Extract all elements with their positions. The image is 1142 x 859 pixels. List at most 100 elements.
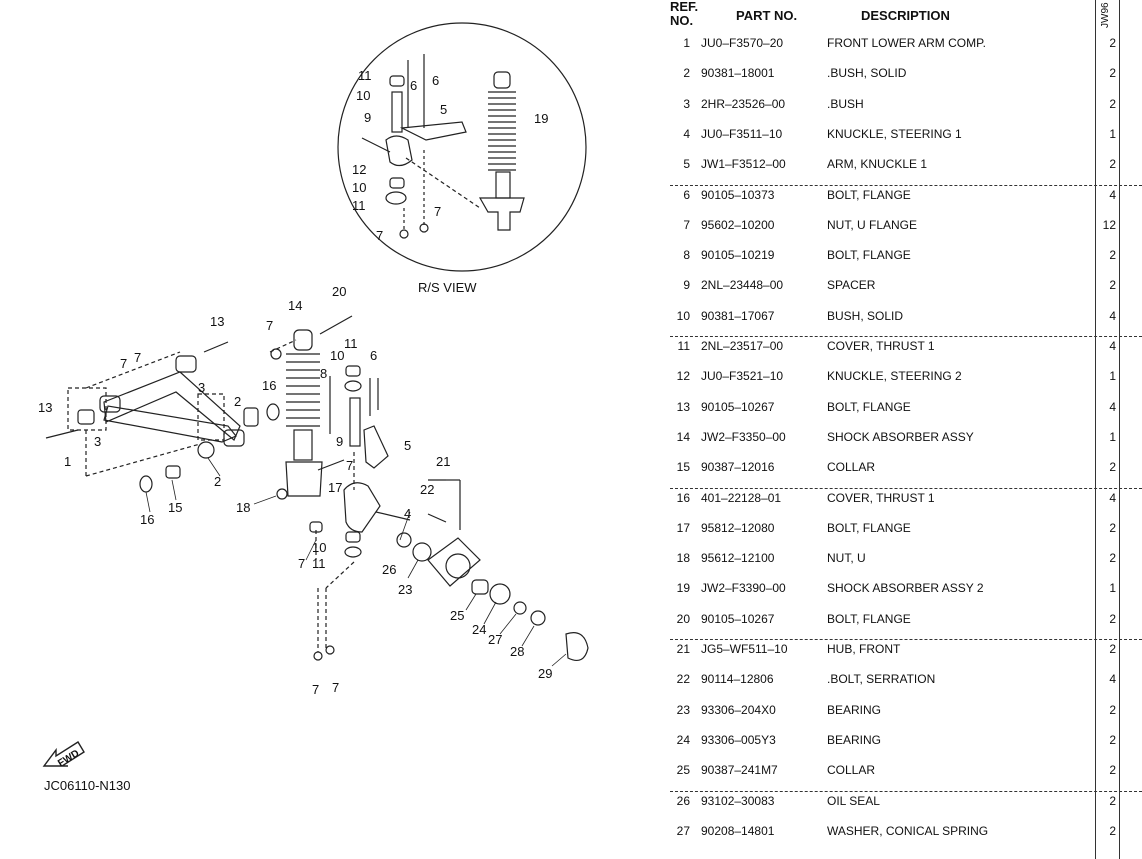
part-number-cell: 90105–10267 — [701, 611, 775, 626]
part-number-cell: 95812–12080 — [701, 520, 775, 535]
callout-5: 5 — [404, 438, 411, 453]
callout-26: 26 — [382, 562, 396, 577]
ref-cell: 7 — [683, 217, 690, 232]
ref-cell: 17 — [676, 520, 690, 535]
part-number-cell: JG5–WF511–10 — [701, 642, 788, 656]
callout-16b: 16 — [140, 512, 154, 527]
callout-r7a: 7 — [376, 228, 383, 243]
part-number-cell: 93306–005Y3 — [701, 732, 776, 747]
quantity-cell: 2 — [1109, 823, 1116, 838]
callout-10b: 10 — [312, 540, 326, 555]
description-cell: .BOLT, SERRATION — [827, 672, 936, 687]
ref-cell: 10 — [676, 308, 690, 323]
callout-28: 28 — [510, 644, 524, 659]
part-number-cell: 2NL–23448–00 — [701, 278, 784, 293]
description-cell: OIL SEAL — [827, 793, 880, 808]
callout-r10: 10 — [356, 88, 370, 103]
group-separator — [670, 336, 1142, 337]
callout-18: 18 — [236, 500, 250, 515]
quantity-cell: 4 — [1109, 339, 1116, 353]
quantity-cell: 1 — [1109, 369, 1116, 384]
ref-cell: 9 — [683, 278, 690, 293]
callout-7g: 7 — [332, 680, 339, 695]
description-header: DESCRIPTION — [861, 8, 950, 23]
quantity-cell: 2 — [1109, 551, 1116, 566]
ref-cell: 19 — [676, 581, 690, 596]
part-number-cell: 90381–17067 — [701, 308, 775, 323]
description-cell: ARM, KNUCKLE 1 — [827, 157, 928, 172]
description-cell: BEARING — [827, 732, 882, 747]
callout-7c: 7 — [134, 350, 141, 365]
callout-1: 1 — [64, 454, 71, 469]
description-cell: COVER, THRUST 1 — [827, 490, 935, 505]
callout-3b: 3 — [94, 434, 101, 449]
callout-20: 20 — [332, 284, 346, 299]
quantity-cell: 2 — [1109, 66, 1116, 81]
qty-column-right-border — [1119, 0, 1120, 859]
quantity-cell: 4 — [1109, 490, 1116, 505]
callout-2a: 2 — [234, 394, 241, 409]
part-number-cell: 90387–12016 — [701, 460, 775, 475]
inset-knuckle-arm — [399, 121, 467, 141]
callout-r10b: 10 — [352, 180, 366, 195]
quantity-cell: 2 — [1109, 36, 1116, 50]
part-number-cell: 90105–10219 — [701, 248, 775, 263]
quantity-cell: 2 — [1109, 702, 1116, 717]
ref-cell: 12 — [676, 369, 690, 384]
ref-cell: 26 — [676, 793, 690, 808]
callout-7b: 7 — [120, 356, 127, 371]
inset-spacer — [391, 91, 403, 133]
callout-7d: 7 — [346, 458, 353, 473]
callout-15: 15 — [168, 500, 182, 515]
part-number-cell: 401–22128–01 — [701, 490, 782, 505]
ref-cell: 27 — [676, 823, 690, 838]
callout-27: 27 — [488, 632, 502, 647]
callout-24: 24 — [472, 622, 486, 637]
rs-view-label: R/S VIEW — [418, 280, 477, 295]
part-number-cell: 90105–10267 — [701, 399, 775, 414]
description-cell: COVER, THRUST 1 — [827, 339, 935, 353]
description-cell: NUT, U — [827, 551, 866, 566]
part-number-cell: JU0–F3521–10 — [701, 369, 784, 384]
part-number-cell: 90105–10373 — [701, 187, 775, 202]
quantity-cell: 1 — [1109, 429, 1116, 444]
quantity-cell: 4 — [1109, 399, 1116, 414]
callout-13b: 13 — [38, 400, 52, 415]
callout-8: 8 — [320, 366, 327, 381]
callout-9: 9 — [336, 434, 343, 449]
quantity-cell: 4 — [1109, 187, 1116, 202]
ref-cell: 24 — [676, 732, 690, 747]
steering-knuckle — [343, 482, 381, 533]
quantity-cell: 1 — [1109, 581, 1116, 596]
callout-10: 10 — [330, 348, 344, 363]
callout-3a: 3 — [198, 380, 205, 395]
description-cell: WASHER, CONICAL SPRING — [827, 823, 989, 838]
description-cell: FRONT LOWER ARM COMP. — [827, 36, 986, 50]
callout-16a: 16 — [262, 378, 276, 393]
ref-cell: 2 — [683, 66, 690, 81]
description-cell: BOLT, FLANGE — [827, 187, 911, 202]
ref-cell: 22 — [676, 672, 690, 687]
callout-r11: 11 — [358, 68, 372, 83]
description-cell: BOLT, FLANGE — [827, 520, 911, 535]
callout-labels: 11 10 9 6 6 5 19 12 10 11 7 7 20 14 13 7… — [38, 68, 552, 697]
callout-7a: 7 — [266, 318, 273, 333]
group-separator — [670, 184, 1142, 186]
main-shock-absorber — [285, 329, 323, 497]
inset-bush — [389, 75, 405, 87]
callout-4: 4 — [404, 506, 411, 521]
description-cell: .BUSH, SOLID — [827, 66, 907, 81]
model-header: JW96 — [1100, 2, 1111, 28]
callout-11: 11 — [344, 336, 358, 351]
ref-cell: 21 — [676, 642, 690, 656]
